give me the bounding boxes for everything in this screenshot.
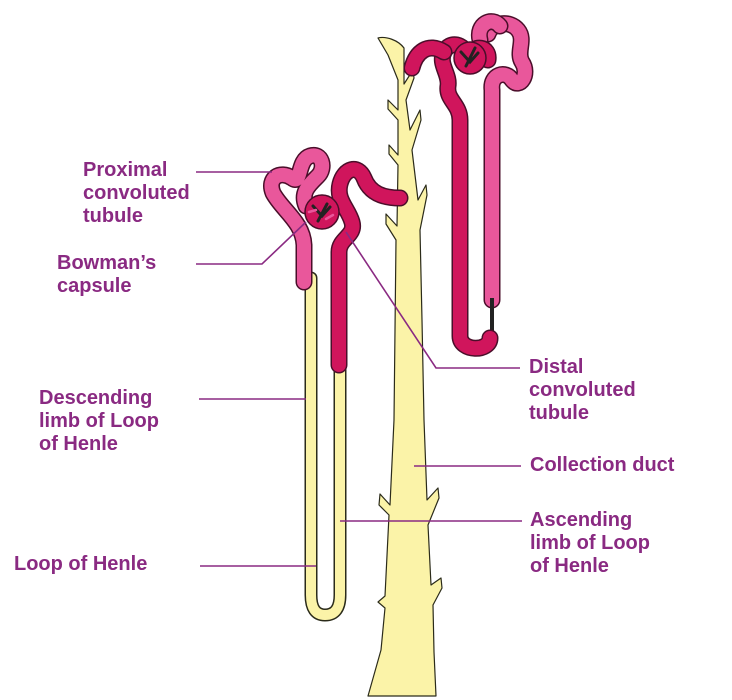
- collection-duct-label: Collection duct: [530, 454, 674, 477]
- bowman-label-line-1: Bowman’s: [57, 252, 156, 275]
- ascending-label-line-1: Ascending: [530, 509, 650, 532]
- ascending-limb-label: Ascending limb of Loop of Henle: [530, 509, 650, 578]
- proximal-label-line-1: Proximal: [83, 159, 190, 182]
- descending-label-line-1: Descending: [39, 387, 159, 410]
- bowmans-capsule-label: Bowman’s capsule: [57, 252, 156, 298]
- right-nephron: [412, 22, 525, 349]
- loop-of-henle-label: Loop of Henle: [14, 553, 147, 576]
- ascending-label-line-2: limb of Loop: [530, 532, 650, 555]
- distal-label-line-3: tubule: [529, 402, 636, 425]
- bowman-label-line-2: capsule: [57, 275, 156, 298]
- descending-label-line-2: limb of Loop: [39, 410, 159, 433]
- descending-label-line-3: of Henle: [39, 433, 159, 456]
- collecting-duct: [368, 37, 442, 696]
- ascending-label-line-3: of Henle: [530, 555, 650, 578]
- proximal-label-line-3: tubule: [83, 205, 190, 228]
- left-nephron: [271, 155, 400, 615]
- descending-limb-label: Descending limb of Loop of Henle: [39, 387, 159, 456]
- loop-label-line-1: Loop of Henle: [14, 553, 147, 576]
- distal-tubule-label: Distal convoluted tubule: [529, 356, 636, 425]
- distal-label-line-1: Distal: [529, 356, 636, 379]
- collection-label-line-1: Collection duct: [530, 454, 674, 477]
- proximal-tubule-label: Proximal convoluted tubule: [83, 159, 190, 228]
- distal-label-line-2: convoluted: [529, 379, 636, 402]
- proximal-label-line-2: convoluted: [83, 182, 190, 205]
